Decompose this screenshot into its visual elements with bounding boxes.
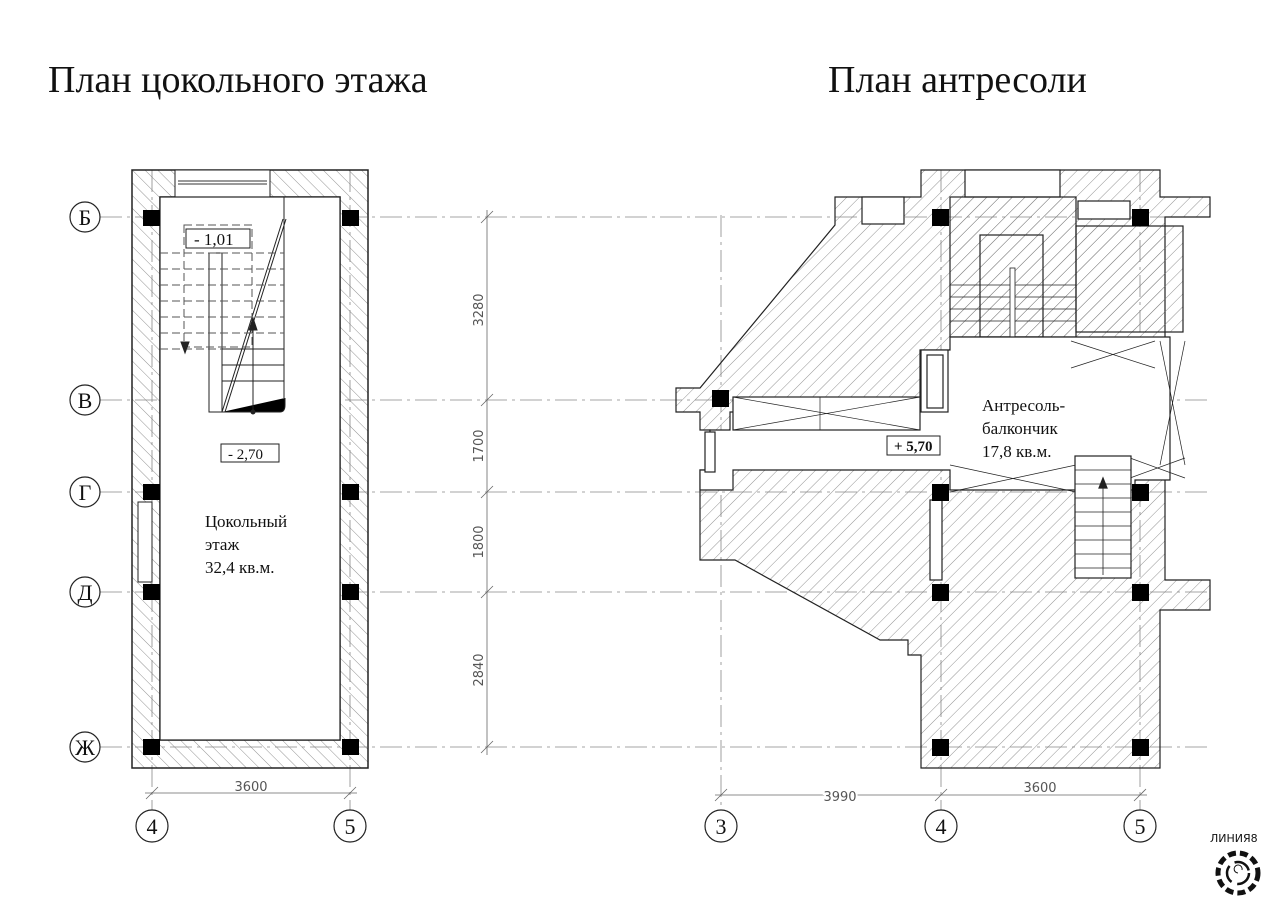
axis-label-g: Г: [79, 480, 92, 505]
level-mark-box: [886, 435, 941, 456]
mezzanine-plan-title: План антресоли: [828, 59, 1087, 101]
dim-3990: 3990: [823, 790, 856, 805]
mezzanine-area: 17,8 кв.м.: [982, 442, 1052, 461]
dim-2840: 2840: [472, 653, 487, 686]
axis-label-5-right: 5: [1135, 814, 1146, 839]
level-mark-top: - 1,01: [194, 230, 234, 249]
axis-label-v: В: [78, 388, 93, 413]
axis-label-d: Д: [77, 580, 92, 605]
axis-label-5-left: 5: [345, 814, 356, 839]
room-name-line1: Цокольный: [205, 512, 287, 531]
spiral-icon: [1215, 850, 1261, 896]
dim-1800: 1800: [472, 525, 487, 558]
logo: ЛИНИЯ8: [1210, 832, 1261, 896]
dim-3280: 3280: [472, 293, 487, 326]
dim-1700: 1700: [472, 429, 487, 462]
dim-left-3600: 3600: [234, 780, 267, 795]
vertical-dimension-line: [480, 210, 494, 755]
axis-label-zh: Ж: [75, 735, 95, 760]
dim-right-3600: 3600: [1023, 781, 1056, 796]
room-name-line2: этаж: [205, 535, 239, 554]
mezzanine-name-line2: балкончик: [982, 419, 1058, 438]
axis-label-3: 3: [716, 814, 727, 839]
horizontal-dimension-lines: [145, 786, 1147, 802]
axis-label-b: Б: [79, 205, 92, 230]
axis-label-4-right: 4: [936, 814, 947, 839]
logo-text: ЛИНИЯ8: [1210, 832, 1258, 845]
level-mark-floor: - 2,70: [228, 447, 263, 463]
basement-plan-title: План цокольного этажа: [48, 59, 428, 101]
room-area: 32,4 кв.м.: [205, 558, 275, 577]
level-mark-mezzanine: + 5,70: [894, 439, 933, 455]
mezzanine-plan: [675, 169, 1211, 769]
axis-bubbles: [69, 201, 1157, 843]
basement-plan: [131, 169, 369, 769]
mezzanine-name-line1: Антресоль-: [982, 396, 1066, 415]
axis-label-4-left: 4: [147, 814, 158, 839]
